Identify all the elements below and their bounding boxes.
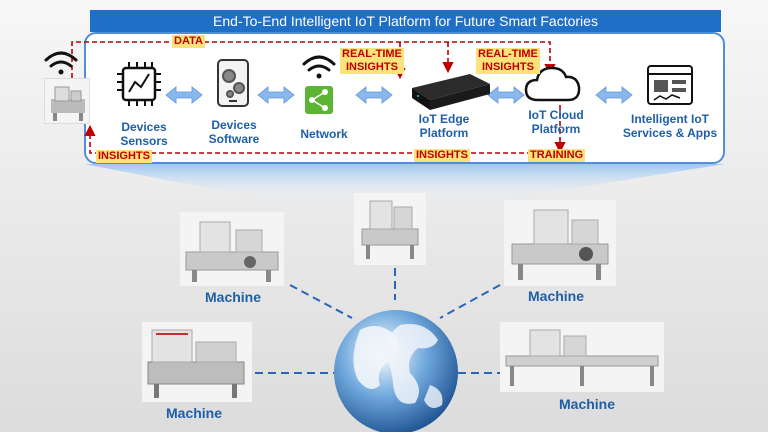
tag-insights-edge: INSIGHTS [414, 149, 470, 162]
chip-icon [117, 62, 161, 106]
machine-icon [51, 86, 85, 121]
machine-label: Machine [166, 405, 223, 421]
tag-insights-left: INSIGHTS [96, 150, 152, 163]
double-arrow [257, 86, 295, 104]
stage-label-line2: Platform [531, 122, 581, 136]
share-network-icon [305, 86, 333, 114]
machine-icon [147, 329, 245, 398]
machine-thumbnail [44, 78, 90, 124]
stage-label-line2: Sensors [120, 134, 168, 148]
machine-photo-5 [500, 322, 664, 392]
stage-network: Network [290, 127, 358, 141]
stage-iot-edge-platform: IoT Edge Platform [408, 112, 480, 140]
stage-devices-software: Devices Software [200, 118, 268, 146]
tag-line: INSIGHTS [481, 61, 534, 73]
machine-photo-2 [354, 193, 426, 265]
tag-realtime-insights-2: REAL-TIME INSIGHTS [476, 48, 540, 74]
insights-return-line [84, 124, 532, 154]
stage-label-line1: Devices [121, 120, 167, 134]
tag-line: REAL-TIME [342, 48, 402, 60]
machine-photo-3 [504, 200, 616, 286]
machine-label: Machine [528, 288, 585, 304]
stage-label-line1: Intelligent IoT [631, 112, 709, 126]
machine-icon [361, 200, 419, 259]
stage-label-line2: Platform [419, 126, 469, 140]
tag-line: INSIGHTS [345, 61, 398, 73]
stage-label-line1: Network [300, 127, 348, 141]
machine-photo-1 [180, 212, 284, 286]
machine-icon [505, 329, 659, 386]
stage-label-line1: IoT Edge [418, 112, 470, 126]
stage-label-line2: Services & Apps [622, 126, 718, 140]
cloud-icon [524, 66, 581, 102]
machine-label: Machine [559, 396, 616, 412]
tag-realtime-insights-1: REAL-TIME INSIGHTS [340, 48, 404, 74]
double-arrow [487, 86, 525, 104]
double-arrow [355, 86, 393, 104]
tag-training: TRAINING [528, 149, 586, 162]
wifi-icon [44, 51, 78, 75]
double-arrow [595, 86, 633, 104]
stage-label-line1: IoT Cloud [528, 108, 584, 122]
double-arrow [165, 86, 203, 104]
tablet-gears-icon [217, 59, 249, 107]
machine-icon [511, 209, 609, 280]
machine-photo-4 [142, 322, 252, 402]
wifi-icon [302, 55, 336, 79]
page-title: End-To-End Intelligent IoT Platform for … [90, 10, 721, 32]
stage-label-line2: Software [208, 132, 260, 146]
dashboard-icon [647, 65, 693, 105]
tag-line: REAL-TIME [478, 48, 538, 60]
stage-devices-sensors: Devices Sensors [110, 120, 178, 148]
tag-data: DATA [172, 35, 205, 48]
stage-intelligent-services: Intelligent IoT Services & Apps [620, 112, 720, 140]
stage-iot-cloud-platform: IoT Cloud Platform [520, 108, 592, 136]
data-flow-line [71, 41, 556, 78]
machine-label: Machine [205, 289, 262, 305]
machine-icon [185, 221, 279, 282]
stage-label-line1: Devices [211, 118, 257, 132]
edge-server-icon [412, 74, 490, 110]
